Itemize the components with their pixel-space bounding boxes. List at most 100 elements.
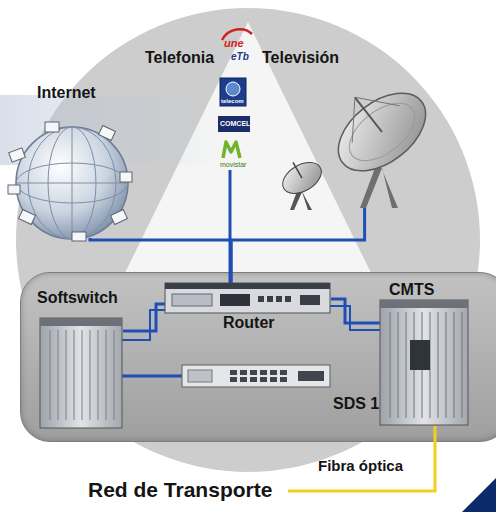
fiber-link <box>288 426 435 491</box>
node-label: Televisión <box>262 49 339 67</box>
switch-device <box>270 377 277 382</box>
switch-device <box>270 370 277 375</box>
operator-logos <box>218 29 252 158</box>
node-label: Telefonia <box>145 49 214 67</box>
satellite-dish <box>293 162 302 178</box>
cmts-rack <box>430 312 431 418</box>
internet-globe <box>72 232 86 241</box>
router-device <box>172 294 212 306</box>
internet-globe <box>9 148 26 162</box>
internet-globe <box>16 163 128 203</box>
softswitch-rack <box>114 330 115 420</box>
softswitch-rack <box>40 318 122 326</box>
router-device <box>285 296 291 302</box>
satellite-dish <box>275 152 327 200</box>
ethernet-link <box>90 238 231 284</box>
internet-globe <box>120 172 132 182</box>
internet-globe <box>48 127 96 239</box>
corner-mark <box>462 478 496 512</box>
router-device <box>220 294 250 306</box>
softswitch-rack <box>90 330 91 420</box>
router-device <box>258 296 264 302</box>
node-label: CMTS <box>389 281 434 299</box>
cmts-rack <box>446 312 447 418</box>
internet-globe <box>16 127 128 239</box>
router-device <box>165 283 330 313</box>
internet-globe <box>99 126 116 141</box>
internet-globe <box>16 183 128 184</box>
switch-device <box>240 377 247 382</box>
ethernet-link <box>231 207 365 284</box>
satellite-dish <box>339 92 425 172</box>
satellite-dish <box>331 97 376 142</box>
router-device <box>267 296 273 302</box>
internet-globe <box>8 122 132 241</box>
switch-device <box>182 365 330 387</box>
cmts-rack <box>390 312 391 418</box>
logo-text: une <box>224 38 244 49</box>
cmts-rack <box>422 312 423 418</box>
service-node: Televisión <box>258 45 463 207</box>
switch-device <box>260 370 267 375</box>
softswitch-rack <box>66 330 67 420</box>
softswitch-rack <box>58 330 59 420</box>
equipment-box: Router <box>166 284 331 332</box>
switch-device <box>230 377 237 382</box>
switch-device <box>260 377 267 382</box>
switch-device <box>280 377 287 382</box>
node-label: Internet <box>37 84 96 102</box>
internet-globe <box>28 127 116 239</box>
logo-text: telecom <box>221 98 244 104</box>
switch-device <box>230 370 324 382</box>
switch-device <box>188 370 212 382</box>
equipment-box: Softswitch <box>31 286 123 431</box>
operator-logos <box>218 116 250 132</box>
equipment-box: CMTS <box>381 279 471 426</box>
cmts-rack <box>414 312 415 418</box>
operator-logos <box>223 142 240 158</box>
softswitch-rack <box>40 318 122 428</box>
softswitch-rack <box>40 318 122 428</box>
router-device <box>258 295 320 305</box>
cmts-rack <box>438 312 439 418</box>
satellite-dish <box>324 78 440 187</box>
softswitch-rack <box>50 330 114 420</box>
ethernet-wire <box>122 375 182 378</box>
site-enclosure: SDS 1SoftswitchRouterCMTS <box>20 272 496 442</box>
router-device <box>276 296 282 302</box>
router-device <box>165 283 330 289</box>
satellite-dish <box>290 186 312 210</box>
internet-globe <box>45 122 59 132</box>
logo-text: COMCEL <box>220 120 250 127</box>
switch-device <box>240 370 247 375</box>
ethernet-wire <box>122 310 165 340</box>
softswitch-rack <box>106 330 107 420</box>
cmts-rack <box>380 300 468 425</box>
softswitch-rack <box>82 330 83 420</box>
cmts-rack <box>406 312 407 418</box>
switch-device <box>182 365 330 387</box>
internet-globe <box>19 210 36 225</box>
cmts-rack <box>462 312 463 418</box>
satellite-dish <box>360 160 398 208</box>
cmts-rack <box>398 312 399 418</box>
switch-device <box>230 370 237 375</box>
ethernet-wire <box>330 306 380 330</box>
internet-globe <box>72 127 73 239</box>
node-label: Router <box>223 314 275 332</box>
internet-globe <box>8 185 20 194</box>
cloud-node: Internet <box>15 80 135 238</box>
ethernet-link <box>229 170 232 284</box>
router-device <box>165 283 330 313</box>
satellite-dish <box>275 67 440 210</box>
operator-logos <box>220 78 246 106</box>
satellite-dish <box>277 156 326 200</box>
switch-device <box>298 371 324 381</box>
satellite-dish <box>316 67 440 187</box>
cmts-rack <box>454 312 455 418</box>
node-label: Red de Transporte <box>88 478 272 501</box>
ethernet-link <box>123 304 166 331</box>
cmts-rack <box>380 300 468 425</box>
